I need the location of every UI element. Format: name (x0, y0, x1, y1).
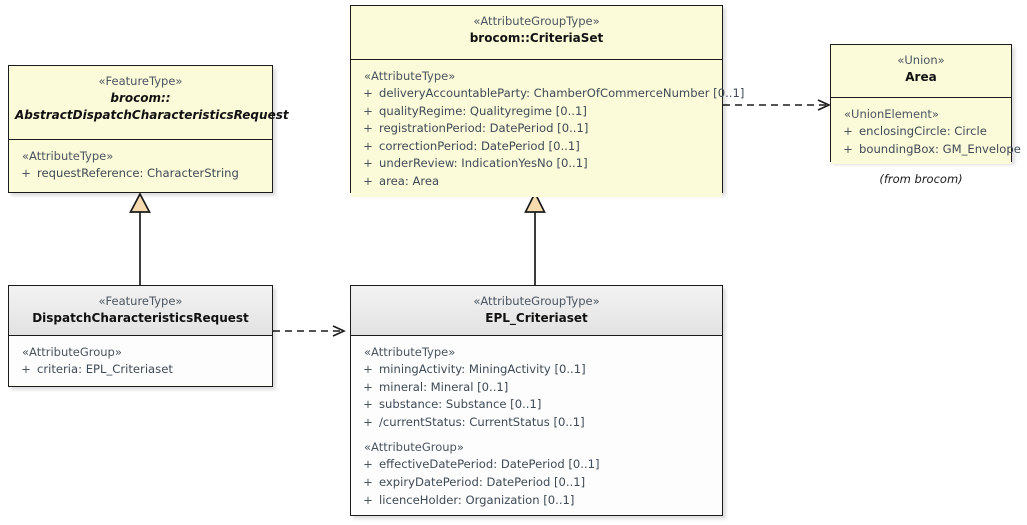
attribute-visibility: + (363, 414, 373, 429)
attribute-row[interactable]: + correctionPeriod: DatePeriod [0..1] (357, 138, 716, 156)
attribute-signature: deliveryAccountableParty: ChamberOfComme… (379, 86, 745, 100)
attribute-row[interactable]: + underReview: IndicationYesNo [0..1] (357, 155, 716, 173)
attribute-signature: effectiveDatePeriod: DatePeriod [0..1] (379, 457, 600, 472)
attribute-visibility: + (363, 457, 373, 472)
attribute-visibility: + (363, 138, 373, 153)
compartment-label: «AttributeType» (364, 345, 456, 359)
attribute-row[interactable]: + area: Area (357, 173, 716, 191)
attribute-visibility: + (363, 121, 373, 136)
attribute-signature: enclosingCircle: Circle (859, 124, 987, 138)
attribute-signature: registrationPeriod: DatePeriod [0..1] (379, 121, 589, 136)
attribute-signature: miningActivity: MiningActivity [0..1] (379, 362, 586, 376)
attribute-signature: substance: Substance [0..1] (379, 397, 542, 412)
class-attributes-compartment: «AttributeType» + miningActivity: Mining… (351, 336, 722, 516)
class-name: brocom::CriteriaSet (469, 31, 604, 45)
attribute-signature: correctionPeriod: DatePeriod [0..1] (379, 138, 580, 153)
class-header: «FeatureType» brocom:: AbstractDispatchC… (9, 66, 289, 140)
class-stereotype: «FeatureType» (98, 74, 183, 88)
compartment-label: «AttributeGroup» (22, 345, 122, 359)
class-attributes-compartment: «AttributeType» + deliveryAccountablePar… (351, 60, 744, 197)
attribute-visibility: + (21, 362, 31, 376)
attribute-signature: /currentStatus: CurrentStatus [0..1] (379, 414, 585, 429)
attribute-visibility: + (843, 141, 853, 156)
attribute-signature: licenceHolder: Organization [0..1] (379, 492, 575, 507)
class-area-union[interactable]: «Union» Area «UnionElement» + enclosingC… (830, 44, 1021, 165)
attribute-row[interactable]: + requestReference: CharacterString (15, 165, 266, 183)
attribute-row[interactable]: + /currentStatus: CurrentStatus [0..1] (357, 414, 716, 432)
class-attributes-compartment: «AttributeType» + requestReference: Char… (9, 140, 272, 189)
compartment-label: «AttributeGroup» (364, 440, 464, 455)
class-stereotype: «AttributeGroupType» (473, 14, 600, 28)
attribute-row[interactable]: + enclosingCircle: Circle (837, 123, 1005, 141)
attribute-row[interactable]: + substance: Substance [0..1] (357, 396, 716, 414)
attribute-row[interactable]: + qualityRegime: Qualityregime [0..1] (357, 103, 716, 121)
generalization-dispatch-to-abstract[interactable] (129, 192, 151, 285)
class-brocom-criteriaset[interactable]: «AttributeGroupType» brocom::CriteriaSet… (350, 5, 744, 197)
attribute-signature: area: Area (379, 173, 440, 188)
attribute-visibility: + (843, 124, 853, 138)
class-attributes-compartment: «AttributeGroup» + criteria: EPL_Criteri… (9, 336, 272, 385)
attribute-row[interactable]: + miningActivity: MiningActivity [0..1] (357, 361, 716, 379)
attribute-visibility: + (363, 173, 373, 188)
class-epl-criteriaset[interactable]: «AttributeGroupType» EPL_Criteriaset «At… (350, 285, 723, 516)
class-header: «FeatureType» DispatchCharacteristicsReq… (9, 286, 272, 336)
compartment-label: «AttributeType» (22, 149, 114, 163)
class-name: AbstractDispatchCharacteristicsRequest (15, 108, 289, 122)
attribute-row[interactable]: + mineral: Mineral [0..1] (357, 379, 716, 397)
attribute-visibility: + (363, 103, 373, 118)
attribute-visibility: + (363, 362, 373, 376)
attribute-visibility: + (363, 379, 373, 394)
class-name: DispatchCharacteristicsRequest (32, 311, 249, 325)
attribute-visibility: + (363, 86, 373, 100)
attribute-signature: criteria: EPL_Criteriaset (37, 362, 173, 376)
class-abstract-dispatch-characteristics-request[interactable]: «FeatureType» brocom:: AbstractDispatchC… (8, 65, 289, 193)
attribute-signature: requestReference: CharacterString (37, 166, 239, 180)
class-stereotype: «AttributeGroupType» (473, 294, 600, 308)
compartment-label: «UnionElement» (844, 107, 939, 121)
class-stereotype: «Union» (897, 53, 945, 67)
class-stereotype: «FeatureType» (98, 294, 183, 308)
attribute-row[interactable]: + criteria: EPL_Criteriaset (15, 361, 266, 379)
attribute-signature: boundingBox: GM_Envelope (859, 141, 1021, 156)
attribute-row[interactable]: + expiryDatePeriod: DatePeriod [0..1] (357, 474, 716, 492)
attribute-signature: mineral: Mineral [0..1] (379, 379, 509, 394)
attribute-visibility: + (21, 166, 31, 180)
attribute-signature: qualityRegime: Qualityregime [0..1] (379, 103, 587, 118)
attribute-row[interactable]: + registrationPeriod: DatePeriod [0..1] (357, 120, 716, 138)
generalization-epl-to-criteriaset[interactable] (524, 191, 546, 285)
attribute-visibility: + (363, 156, 373, 171)
area-from-package-label: (from brocom) (879, 172, 963, 186)
class-header: «AttributeGroupType» brocom::CriteriaSet (351, 6, 722, 60)
class-header: «AttributeGroupType» EPL_Criteriaset (351, 286, 722, 336)
class-header: «Union» Area (831, 45, 1011, 98)
attribute-row[interactable]: + licenceHolder: Organization [0..1] (357, 492, 716, 510)
attribute-visibility: + (363, 397, 373, 412)
class-name: Area (905, 70, 937, 84)
class-name: EPL_Criteriaset (485, 311, 588, 325)
class-dispatch-characteristics-request[interactable]: «FeatureType» DispatchCharacteristicsReq… (8, 285, 273, 387)
attribute-row[interactable]: + effectiveDatePeriod: DatePeriod [0..1] (357, 456, 716, 474)
attribute-signature: expiryDatePeriod: DatePeriod [0..1] (379, 474, 586, 489)
attribute-visibility: + (363, 474, 373, 489)
class-name-package: brocom:: (110, 91, 171, 105)
class-attributes-compartment: «UnionElement» + enclosingCircle: Circle… (831, 98, 1021, 165)
compartment-label: «AttributeType» (364, 69, 456, 83)
attribute-row[interactable]: + deliveryAccountableParty: ChamberOfCom… (357, 85, 744, 103)
attribute-visibility: + (363, 492, 373, 507)
attribute-row[interactable]: + boundingBox: GM_Envelope (837, 141, 1021, 159)
attribute-signature: underReview: IndicationYesNo [0..1] (379, 156, 588, 171)
